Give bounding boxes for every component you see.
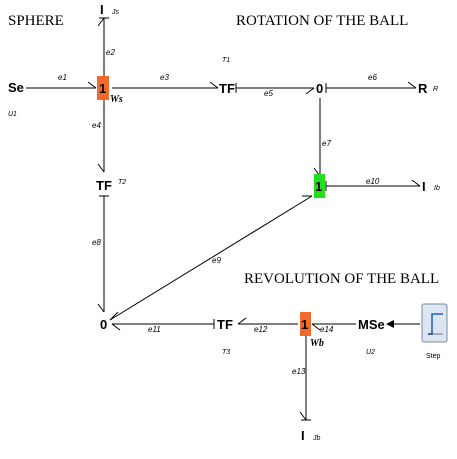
bond-label-e8: e8 <box>92 238 101 247</box>
bond-e1[interactable] <box>26 81 97 89</box>
bond-label-e13: e13 <box>292 367 306 376</box>
bond-e5[interactable] <box>235 83 315 95</box>
bond-label-e12: e12 <box>254 325 268 334</box>
bond-e9[interactable] <box>109 195 313 321</box>
bond-e8[interactable] <box>97 195 109 313</box>
transformer-t2[interactable]: TF <box>96 178 112 193</box>
step-block[interactable] <box>421 303 448 343</box>
u1-label: U1 <box>8 111 17 118</box>
bond-e11[interactable] <box>111 319 215 331</box>
bond-e6[interactable] <box>325 81 417 93</box>
bond-e7[interactable] <box>313 98 321 177</box>
junction-green[interactable] <box>314 174 325 198</box>
title-rotation: ROTATION OF THE BALL <box>236 13 408 29</box>
bond-label-e1: e1 <box>58 73 67 82</box>
bond-e3[interactable] <box>112 81 219 89</box>
inertia-ib[interactable]: I <box>422 179 426 194</box>
u2-label: U2 <box>366 349 375 356</box>
t1-label: T1 <box>222 57 230 64</box>
title-sphere: SPHERE <box>8 13 64 29</box>
bond-e14[interactable] <box>311 323 356 331</box>
bond-e12[interactable] <box>237 317 298 325</box>
zero-junction-bottom[interactable]: 0 <box>100 317 107 332</box>
inertia-js[interactable]: I <box>100 2 104 17</box>
bond-label-e11: e11 <box>148 325 161 334</box>
t2-label: T2 <box>118 179 126 186</box>
step-label: Step <box>426 353 441 360</box>
junction-wb-label: 1 <box>301 317 308 332</box>
junction-ws-label: 1 <box>99 81 106 96</box>
t3-label: T3 <box>222 349 230 356</box>
js-param: Js <box>111 9 120 16</box>
zero-junction-top[interactable]: 0 <box>316 81 323 96</box>
ib-param: Ib <box>434 185 440 192</box>
jb-param: Jb <box>312 435 321 442</box>
junction-ws[interactable] <box>97 76 109 100</box>
modulated-source-mse[interactable]: MSe <box>358 317 385 332</box>
bond-label-e2: e2 <box>106 48 115 57</box>
bond-label-e10: e10 <box>366 177 380 186</box>
signal-step-to-mse[interactable] <box>386 320 420 328</box>
bond-label-e9: e9 <box>212 256 221 265</box>
junction-green-label: 1 <box>315 179 322 194</box>
bond-label-e6: e6 <box>368 73 377 82</box>
bond-label-e5: e5 <box>264 89 273 98</box>
bond-e13[interactable] <box>299 334 311 421</box>
signal-arrowhead <box>386 320 394 328</box>
transformer-t1[interactable]: TF <box>219 81 235 96</box>
step-block-body[interactable] <box>421 303 448 343</box>
bond-label-e7: e7 <box>322 139 331 148</box>
bond-label-e14: e14 <box>320 325 334 334</box>
transformer-t3[interactable]: TF <box>217 317 233 332</box>
bond-e10[interactable] <box>325 179 421 191</box>
wb-label: Wb <box>310 338 324 349</box>
bond-e4[interactable] <box>97 98 105 173</box>
bond-e2[interactable] <box>97 17 109 78</box>
r-param: R <box>433 86 438 93</box>
bond-label-e4: e4 <box>92 121 101 130</box>
bond-label-e3: e3 <box>160 73 169 82</box>
inertia-jb[interactable]: I <box>301 428 305 443</box>
resistor-r[interactable]: R <box>418 81 428 96</box>
se-source[interactable]: Se <box>8 80 24 95</box>
title-revolution: REVOLUTION OF THE BALL <box>244 271 439 287</box>
ws-label: Ws <box>110 94 123 105</box>
junction-wb[interactable] <box>300 312 311 336</box>
